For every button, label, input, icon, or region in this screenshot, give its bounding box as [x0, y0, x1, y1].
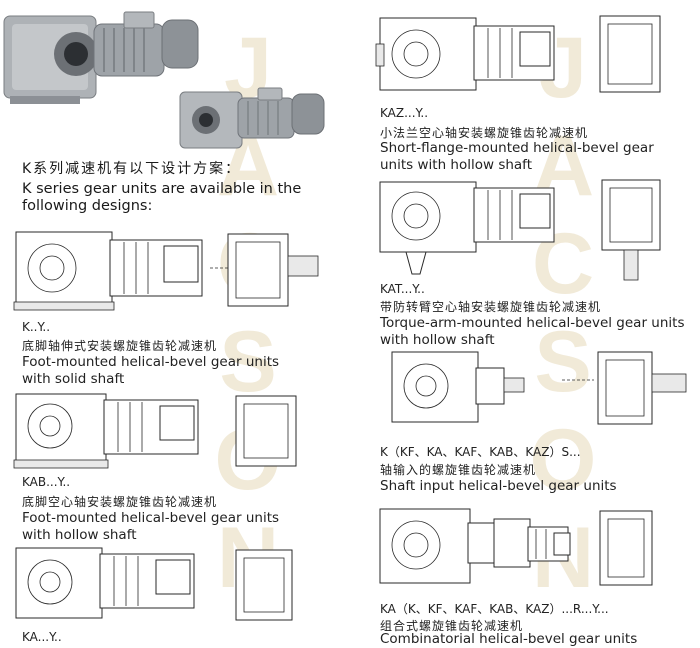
- drawing-k-shaft-input: [391, 351, 687, 425]
- drawing-k-foot-solid-shaft: [13, 231, 319, 311]
- item-code-3: KA...Y..: [22, 630, 62, 644]
- item-en-7: Combinatorial helical-bevel gear units: [380, 631, 638, 647]
- drawing-kab-foot-hollow-shaft: [13, 393, 297, 469]
- item-zh-2: 底脚空心轴安装螺旋锥齿轮减速机: [22, 495, 218, 509]
- item-en-2: Foot-mounted helical-bevel gear units wi…: [22, 510, 280, 543]
- drawing-kaz-short-flange: [375, 15, 661, 93]
- item-en-4: Short-flange-mounted helical-bevel gear …: [380, 140, 654, 173]
- item-code-2: KAB...Y..: [22, 475, 71, 489]
- drawing-ka-hollow-shaft: [15, 547, 293, 621]
- item-en-1: Foot-mounted helical-bevel gear units wi…: [22, 354, 280, 387]
- item-code-5: KAT...Y..: [380, 282, 425, 296]
- item-code-1: K..Y..: [22, 320, 51, 334]
- heading-english: K series gear units are available in the…: [22, 181, 302, 214]
- item-code-7: KA（K、KF、KAF、KAB、KAZ）...R...Y...: [380, 602, 609, 616]
- heading-chinese: K系列减速机有以下设计方案：: [22, 161, 242, 177]
- drawing-ka-combinatorial: [379, 508, 653, 586]
- product-photo-motor-1: [3, 11, 199, 104]
- item-code-6: K（KF、KA、KAF、KAB、KAZ）S...: [380, 445, 581, 459]
- item-zh-6: 轴输入的螺旋锥齿轮减速机: [380, 463, 537, 477]
- item-zh-4: 小法兰空心轴安装螺旋锥齿轮减速机: [380, 126, 589, 140]
- product-photo-motor-2: [179, 87, 325, 149]
- item-zh-5: 带防转臂空心轴安装螺旋锥齿轮减速机: [380, 300, 602, 314]
- item-code-4: KAZ...Y..: [380, 106, 429, 120]
- item-zh-1: 底脚轴伸式安装螺旋锥齿轮减速机: [22, 339, 218, 353]
- item-zh-7: 组合式螺旋锥齿轮减速机: [380, 619, 524, 633]
- drawing-kat-torque-arm: [379, 179, 661, 281]
- item-en-5: Torque-arm-mounted helical-bevel gear un…: [380, 315, 685, 348]
- item-en-6: Shaft input helical-bevel gear units: [380, 478, 617, 494]
